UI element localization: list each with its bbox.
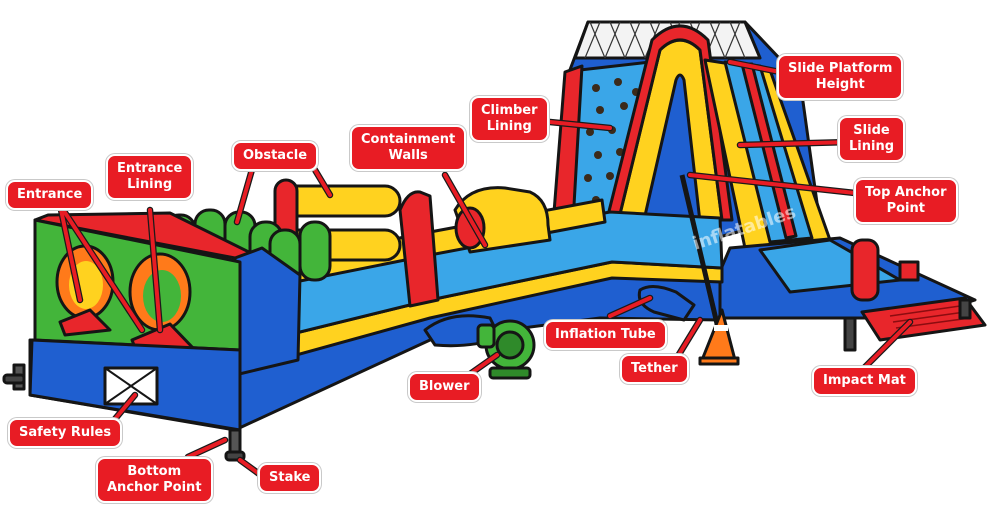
- label-slide-platform-height: Slide Platform Height: [777, 54, 904, 100]
- label-impact-mat-text: Impact Mat: [823, 373, 906, 388]
- label-obstacle-text: Obstacle: [243, 148, 308, 163]
- tether-assembly: [679, 174, 740, 366]
- label-stake: Stake: [258, 463, 322, 493]
- label-inflation-tube: Inflation Tube: [544, 320, 667, 350]
- label-slide-platform-height-line1: Slide Platform: [788, 61, 893, 76]
- label-blower: Blower: [408, 372, 481, 402]
- label-top-anchor-point-line2: Point: [886, 201, 925, 216]
- label-top-anchor-point: Top Anchor Point: [854, 178, 958, 224]
- label-climber-lining: Climber Lining: [470, 96, 549, 142]
- label-stake-text: Stake: [269, 470, 311, 485]
- label-entrance-lining-line2: Lining: [127, 177, 173, 192]
- label-top-anchor-point-line1: Top Anchor: [865, 185, 947, 200]
- label-tether-text: Tether: [631, 361, 678, 376]
- slide-tower: [550, 20, 987, 352]
- label-containment-walls-line2: Walls: [388, 148, 428, 163]
- label-slide-lining-line1: Slide: [853, 123, 890, 138]
- label-safety-rules-text: Safety Rules: [19, 425, 112, 440]
- label-blower-text: Blower: [419, 379, 470, 394]
- label-slide-platform-height-line2: Height: [815, 77, 865, 92]
- label-safety-rules: Safety Rules: [8, 418, 123, 448]
- label-slide-lining: Slide Lining: [838, 116, 906, 162]
- label-containment-walls: Containment Walls: [350, 125, 467, 171]
- label-bottom-anchor-point-line1: Bottom: [127, 464, 182, 479]
- label-slide-lining-line2: Lining: [849, 139, 895, 154]
- label-climber-lining-line2: Lining: [486, 119, 532, 134]
- label-containment-walls-line1: Containment: [361, 132, 456, 147]
- impact-mat-shape: [860, 296, 987, 342]
- label-climber-lining-line1: Climber: [481, 103, 538, 118]
- label-obstacle: Obstacle: [232, 141, 319, 171]
- label-impact-mat: Impact Mat: [812, 366, 917, 396]
- blower: [476, 319, 536, 380]
- label-entrance-text: Entrance: [17, 187, 83, 202]
- label-entrance-lining-line1: Entrance: [117, 161, 183, 176]
- label-bottom-anchor-point-line2: Anchor Point: [107, 480, 202, 495]
- label-tether: Tether: [620, 354, 689, 384]
- label-bottom-anchor-point: Bottom Anchor Point: [96, 457, 213, 503]
- entrance-block: [2, 211, 302, 462]
- label-entrance: Entrance: [6, 180, 94, 210]
- label-inflation-tube-text: Inflation Tube: [555, 327, 656, 342]
- label-entrance-lining: Entrance Lining: [106, 154, 194, 200]
